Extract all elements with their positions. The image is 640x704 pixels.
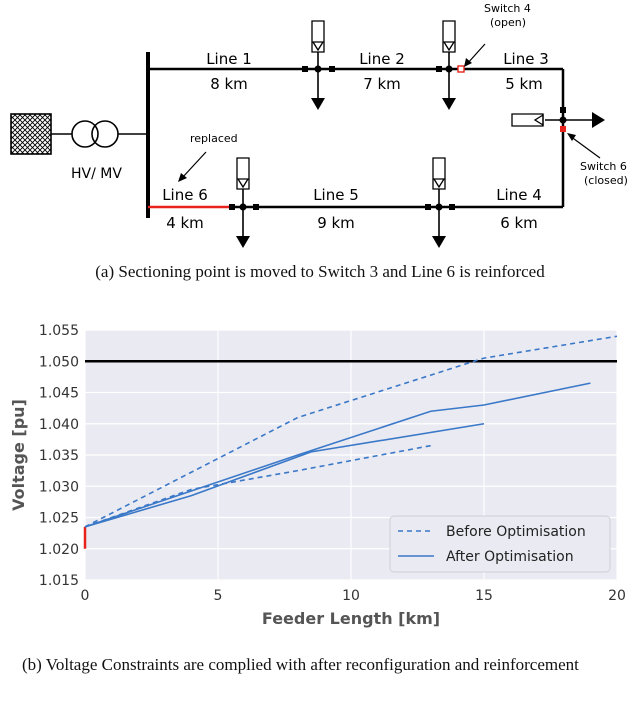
series-line-after-3 [84, 422, 485, 528]
switch-4-label-line-1: Switch 4 [484, 2, 531, 15]
line-6-name: Line 6 [162, 186, 208, 204]
y-tick-label: 1.035 [39, 448, 79, 464]
replaced-label: replaced [190, 132, 238, 145]
transformer-label: HV/ MV [71, 166, 122, 182]
external-grid-symbol [10, 113, 52, 155]
switch-4-arrowhead [464, 58, 472, 67]
line-3-name: Line 3 [503, 50, 549, 68]
line-4-name: Line 4 [496, 186, 542, 204]
grid [84, 329, 618, 581]
line-6-length: 4 km [166, 214, 204, 232]
transformer-symbol [71, 120, 119, 148]
switch-6-pointer [569, 135, 601, 159]
caption-a: (a) Sectioning point is moved to Switch … [95, 262, 545, 281]
switch-4-label-line-2: (open) [490, 16, 526, 29]
line-5-name: Line 5 [313, 186, 359, 204]
switch-6-closed [560, 126, 566, 132]
legend-label-before: Before Optimisation [446, 524, 586, 540]
y-tick-label: 1.015 [39, 573, 79, 589]
y-tick-label: 1.020 [39, 542, 79, 558]
replaced-pointer [181, 151, 207, 179]
line-2-name: Line 2 [359, 50, 405, 68]
node-3 [511, 107, 605, 132]
node-2 [436, 20, 465, 110]
replaced-arrowhead [178, 173, 187, 182]
line-5-length: 9 km [317, 214, 355, 232]
x-tick-label: 10 [342, 588, 360, 604]
line-1-name: Line 1 [206, 50, 252, 68]
series-lines [83, 335, 618, 549]
x-tick-label: 20 [608, 588, 626, 604]
caption-b: (b) Voltage Constraints are complied wit… [22, 655, 579, 674]
voltage-chart: 0 5 10 15 20 1.015 1.020 1.025 1.030 1.035 1.040 1.… [9, 323, 626, 628]
y-tick-label: 1.040 [39, 417, 79, 433]
legend-box [389, 515, 611, 573]
switch-4-pointer [466, 43, 486, 65]
tick-labels: 0 5 10 15 20 1.015 1.020 1.025 1.030 1.035 1.040 1.… [39, 323, 626, 604]
line-4-length: 6 km [500, 214, 538, 232]
switch-6-label-line-2: (closed) [584, 174, 628, 187]
x-tick-label: 15 [475, 588, 493, 604]
node-1 [302, 20, 335, 110]
series-line-before-0 [84, 335, 618, 528]
line-2-length: 7 km [363, 75, 401, 93]
y-tick-label: 1.055 [39, 323, 79, 339]
node-5 [229, 157, 259, 248]
switch-4-open [457, 65, 465, 73]
y-tick-label: 1.045 [39, 386, 79, 402]
y-tick-label: 1.050 [39, 354, 79, 370]
series-line-after-2 [84, 382, 591, 528]
legend: Before Optimisation After Optimisation [389, 515, 611, 573]
y-tick-label: 1.025 [39, 511, 79, 527]
x-tick-label: 5 [214, 588, 223, 604]
y-axis-label: Voltage [pu] [9, 399, 28, 511]
x-tick-label: 0 [81, 588, 90, 604]
line-3-length: 5 km [505, 75, 543, 93]
switch-6-arrowhead [567, 133, 576, 141]
node-4 [425, 157, 455, 248]
legend-label-after: After Optimisation [446, 549, 574, 565]
line-1-length: 8 km [210, 75, 248, 93]
y-tick-label: 1.030 [39, 479, 79, 495]
feeder-network-diagram: HV/ MV Switch 4 (open) Swit [10, 2, 628, 248]
switch-6-label-line-1: Switch 6 [580, 160, 627, 173]
x-axis-label: Feeder Length [km] [262, 609, 440, 628]
